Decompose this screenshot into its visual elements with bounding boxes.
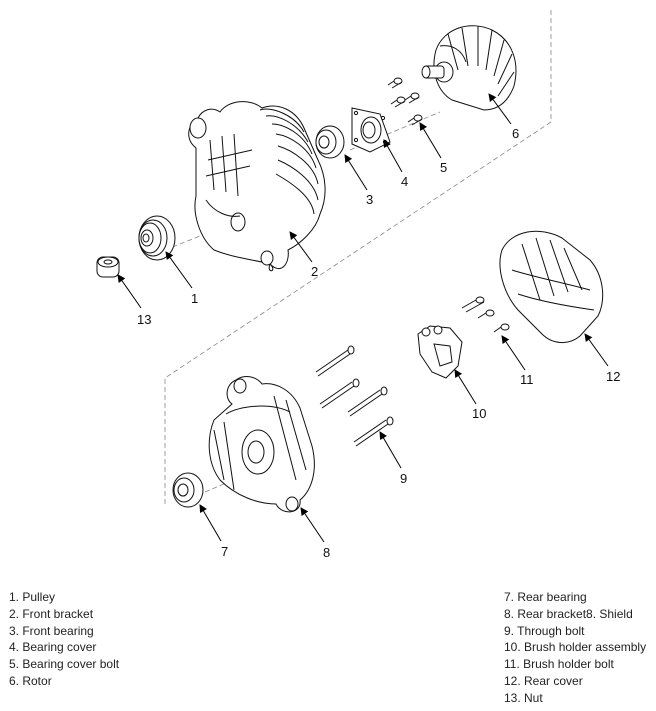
arrow-6 <box>488 93 512 125</box>
parts-legend-right: 7. Rear bearing 8. Rear bracket8. Shield… <box>504 589 646 707</box>
legend-item: 11. Brush holder bolt <box>504 657 614 672</box>
arrow-1 <box>165 251 193 289</box>
legend-item: 1. Pulley <box>9 590 56 604</box>
arrow-8 <box>300 507 325 543</box>
callout-2: 2 <box>311 264 318 279</box>
bearing-cover-bolts <box>387 77 423 126</box>
callout-numbers: 1 2 3 4 5 6 7 8 9 10 11 12 13 <box>137 126 620 560</box>
arrow-11 <box>501 335 526 371</box>
callout-3: 3 <box>366 192 373 207</box>
legend-item: 7. Rear bearing <box>504 590 587 604</box>
callout-8: 8 <box>323 545 330 560</box>
through-bolts <box>315 345 394 447</box>
legend-item: 8. Rear bracket8. Shield <box>504 606 633 621</box>
arrow-2 <box>289 231 313 263</box>
arrow-10 <box>454 369 477 405</box>
legend-item: 10. Brush holder assembly <box>504 640 647 655</box>
rear-bracket-part <box>208 376 315 513</box>
callout-13: 13 <box>137 312 151 327</box>
callout-7: 7 <box>221 544 228 559</box>
pulley-part <box>138 215 176 261</box>
arrow-5 <box>419 122 442 159</box>
legend-item: 4. Bearing cover <box>9 640 97 655</box>
callout-10: 10 <box>472 406 486 421</box>
callout-6: 6 <box>512 126 519 141</box>
leader-arrows <box>117 93 609 543</box>
rotor-part <box>421 25 517 111</box>
arrow-4 <box>383 139 403 173</box>
callout-9: 9 <box>400 471 407 486</box>
callout-11: 11 <box>520 372 534 387</box>
alternator-exploded-diagram: 1 2 3 4 5 6 7 8 9 10 11 12 13 <box>96 10 620 560</box>
rear-bearing-part <box>172 472 204 508</box>
legend-item: 13. Nut <box>504 690 543 705</box>
legend-item: 2. Front bracket <box>9 606 94 621</box>
bearing-cover-part <box>351 107 391 153</box>
legend-item: 3. Front bearing <box>9 623 94 638</box>
parts-legend-left: 1. Pulley 2. Front bracket 3. Front bear… <box>9 589 119 690</box>
nut-part <box>96 256 120 278</box>
callout-5: 5 <box>440 160 447 175</box>
legend-item: 6. Rotor <box>9 673 52 688</box>
legend-item: 12. Rear cover <box>504 673 583 688</box>
arrow-7 <box>199 504 222 542</box>
brush-holder-assembly-part <box>417 325 463 379</box>
legend-item: 9. Through bolt <box>504 623 585 638</box>
brush-holder-bolts <box>461 296 510 333</box>
callout-12: 12 <box>606 369 620 384</box>
arrow-3 <box>344 154 368 191</box>
arrow-12 <box>584 333 609 367</box>
callout-1: 1 <box>191 291 198 306</box>
arrow-13 <box>117 274 142 309</box>
rear-cover-part <box>499 230 604 343</box>
callout-4: 4 <box>401 174 408 189</box>
front-bracket-part <box>188 101 326 272</box>
legend-item: 5. Bearing cover bolt <box>9 657 120 672</box>
front-bearing-part <box>315 125 345 159</box>
arrow-9 <box>379 431 402 469</box>
